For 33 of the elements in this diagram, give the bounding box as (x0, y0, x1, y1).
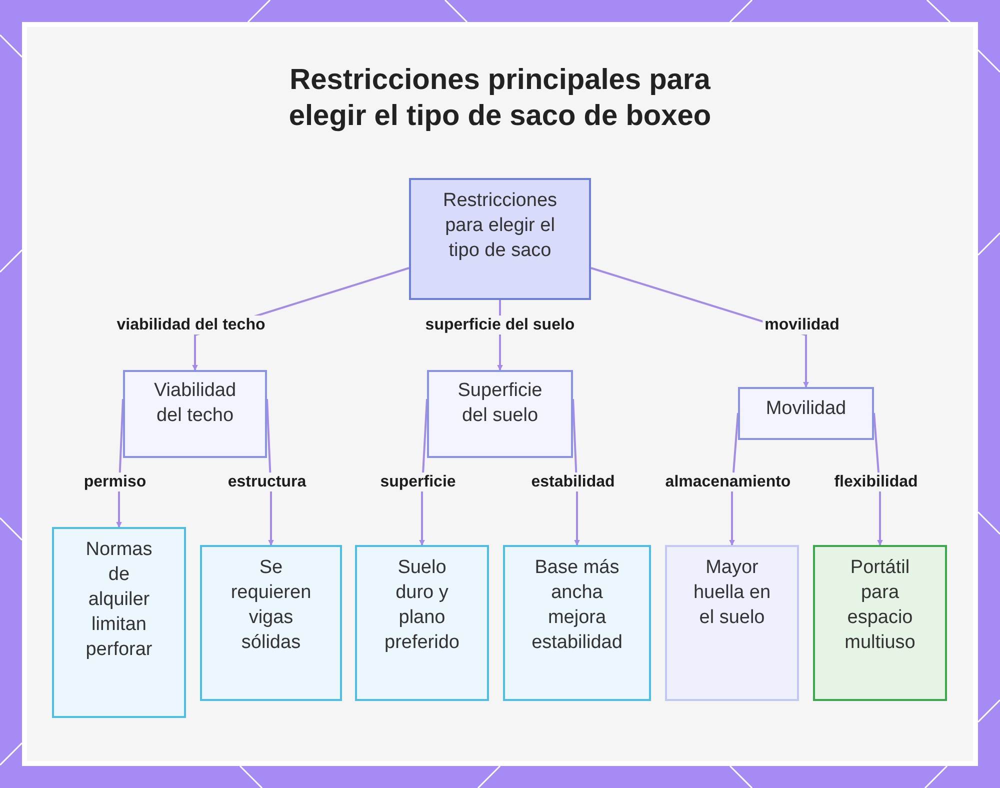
connector-arrow (419, 398, 428, 546)
detail-box (665, 545, 799, 701)
detail-box (52, 527, 186, 718)
edge-label: estructura (226, 472, 308, 492)
category-box (427, 370, 573, 458)
category-box (123, 370, 267, 458)
node-text: Normas de alquiler limitan perforar (84, 538, 154, 662)
edge-label: superficie (378, 472, 458, 492)
edge-label: viabilidad del techo (114, 316, 268, 334)
edge-label: permiso (82, 472, 148, 492)
node-text: Viabilidad del techo (152, 379, 238, 428)
node-text: Movilidad (764, 397, 848, 421)
edge-label: superficie del suelo (423, 316, 577, 334)
topic-box (409, 178, 591, 300)
category-box (738, 387, 874, 440)
edge-label: estabilidad (529, 472, 617, 492)
detail-box (813, 545, 947, 701)
node-text: Suelo duro y plano preferido (384, 556, 460, 655)
node-text: Se requieren vigas sólidas (230, 556, 312, 655)
edge-label: flexibilidad (832, 472, 920, 492)
node-text: Mayor huella en el suelo (692, 556, 772, 630)
node-text: Base más ancha mejora estabilidad (530, 556, 624, 655)
edge-label: movilidad (762, 316, 842, 334)
detail-box (355, 545, 489, 701)
detail-box (200, 545, 342, 701)
connector-arrow (266, 398, 274, 546)
node-text: Superficie del suelo (456, 379, 544, 428)
connector-arrow (572, 398, 580, 546)
node-text: Portátil para espacio multiuso (844, 556, 916, 655)
detail-box (503, 545, 651, 701)
edge-label: almacenamiento (663, 472, 793, 492)
node-text: Restricciones para elegir el tipo de saco (442, 189, 558, 263)
title: Restricciones principales para elegir el tipo de saco de boxeo (288, 63, 712, 134)
